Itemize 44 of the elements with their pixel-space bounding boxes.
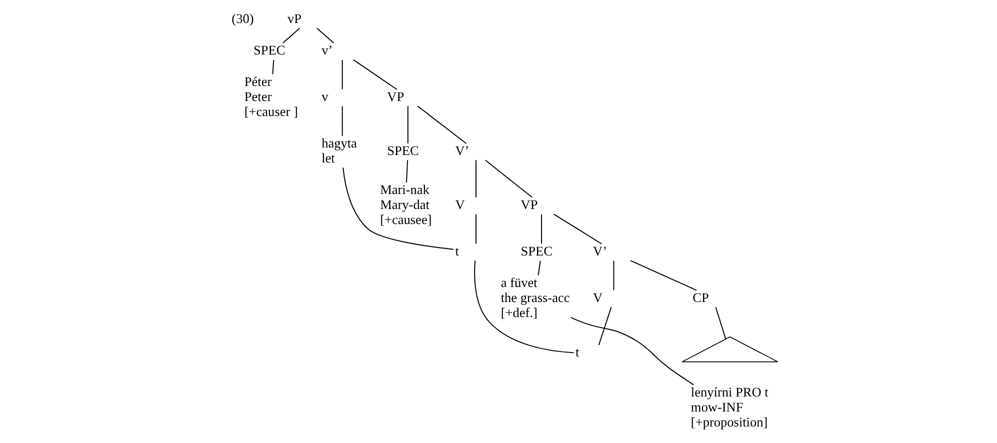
node-text: vP (287, 10, 302, 26)
connector (629, 260, 697, 291)
connector (537, 260, 540, 276)
node-text: VP (386, 88, 404, 104)
node-text: Mari-nak Mary-dat [+causee] (380, 182, 432, 227)
connector (342, 167, 454, 250)
node-text: V’ (592, 243, 606, 258)
node-triangle (681, 336, 778, 362)
node-text: lenyírni PRO t mow-INF [+proposition] (690, 384, 768, 430)
node-text: SPEC (386, 142, 418, 158)
connector (612, 260, 614, 291)
connector (598, 306, 612, 346)
connector (416, 106, 466, 144)
node-text: Péter Peter [+causer ] (244, 74, 298, 119)
node-text: V (592, 290, 602, 305)
node-text: SPEC (520, 243, 552, 258)
connector (272, 59, 274, 75)
connector (352, 59, 397, 90)
connector (714, 306, 726, 340)
label: (30) (231, 10, 254, 26)
connector (282, 28, 300, 44)
node-text: VP (520, 196, 538, 212)
node-text: v (321, 88, 328, 104)
node-text: SPEC (253, 42, 285, 58)
connector (540, 214, 542, 244)
node-text: V’ (454, 142, 469, 158)
connector (474, 160, 476, 198)
connector (484, 160, 532, 198)
connector (341, 106, 342, 136)
connector (316, 28, 334, 44)
connector (474, 214, 476, 244)
connector (405, 160, 408, 183)
node-text: CP (692, 290, 708, 305)
node-text: hagyta let (321, 135, 356, 166)
node-text: t (454, 243, 458, 258)
connector (552, 214, 602, 244)
node-text: V (454, 196, 464, 212)
node-text: a füvet the grass-acc [+def.] (500, 274, 570, 320)
connector (341, 59, 342, 90)
connector (474, 260, 574, 354)
connector (406, 106, 408, 144)
node-text: t (575, 344, 579, 360)
node-text: v’ (321, 42, 332, 58)
connector (570, 316, 694, 386)
